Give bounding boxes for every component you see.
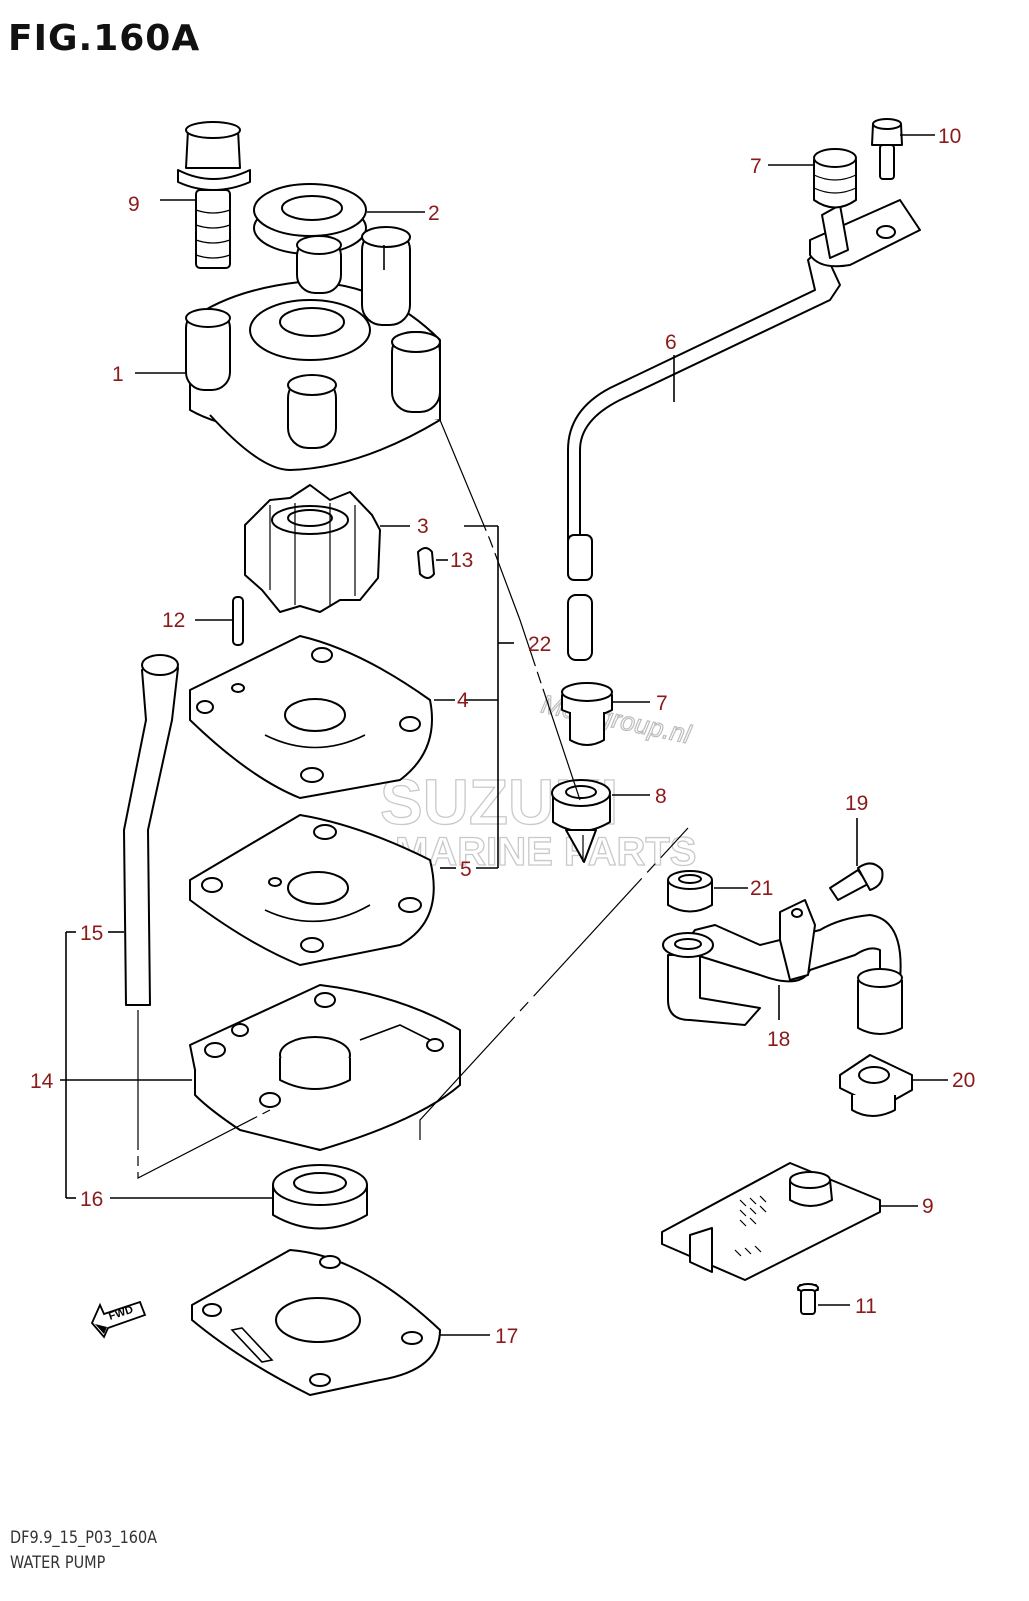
part-13-pin [232, 596, 244, 646]
figure-title: FIG.160A [8, 18, 201, 59]
callout-14: 13 [450, 549, 473, 572]
callout-19: 18 [767, 1028, 790, 1051]
leader-lines [60, 134, 948, 1336]
drawing-code: DF9.9_15_P03_160A [10, 1528, 158, 1548]
part-12-screw [797, 1283, 819, 1315]
drawing-name: WATER PUMP [10, 1553, 106, 1573]
callout-16: 15 [80, 922, 103, 945]
part-16-hose [123, 654, 179, 1006]
part-8-grommet [551, 779, 611, 863]
callout-3: 3 [417, 515, 429, 538]
part-10-bolt [177, 121, 251, 269]
callout-9: 9 [922, 1195, 934, 1218]
part-18-gasket [191, 1249, 441, 1396]
callout-21: 20 [952, 1069, 975, 1092]
part-7-grommet-top [813, 148, 857, 209]
callout-23: 22 [528, 633, 551, 656]
callout-8: 8 [655, 785, 667, 808]
callout-numbers: 9 2 1 3 13 12 22 4 5 7 10 6 7 8 19 21 18… [30, 125, 975, 1348]
part-6-pipe [567, 199, 921, 661]
callout-1: 1 [112, 363, 124, 386]
part-21-grommet [839, 1054, 913, 1117]
part-11-screw [871, 118, 903, 180]
callout-17: 16 [80, 1188, 103, 1211]
watermark-subtitle: MARINE PARTS [395, 830, 696, 874]
callout-7-top: 7 [750, 155, 762, 178]
callout-22: 21 [750, 877, 773, 900]
part-5-gasket [189, 814, 435, 966]
callout-12: 11 [855, 1295, 877, 1318]
part-22-ring [667, 870, 713, 913]
callout-10: 9 [128, 193, 140, 216]
callout-5: 5 [460, 858, 472, 881]
part-20-bolt [829, 862, 884, 901]
part-14-key [417, 547, 435, 579]
callout-7-mid: 7 [656, 692, 668, 715]
part-7-grommet-mid [561, 682, 613, 746]
part-1-pump-case [185, 226, 441, 471]
callout-2: 2 [428, 202, 440, 225]
part-19-elbow-pipe [662, 899, 903, 1035]
part-17-oil-seal [272, 1164, 368, 1230]
callout-18: 17 [495, 1325, 518, 1348]
callout-4: 4 [457, 689, 469, 712]
fwd-arrow-icon: FWD [90, 1300, 147, 1339]
part-15-pump-base [189, 984, 461, 1151]
callout-20: 19 [845, 792, 868, 815]
part-9-filter [661, 1162, 881, 1281]
callout-15: 14 [30, 1070, 54, 1093]
part-4-plate [189, 635, 433, 799]
callout-6: 6 [665, 331, 677, 354]
callout-13: 12 [162, 609, 185, 632]
part-3-impeller [244, 484, 381, 613]
callout-11: 10 [938, 125, 961, 148]
